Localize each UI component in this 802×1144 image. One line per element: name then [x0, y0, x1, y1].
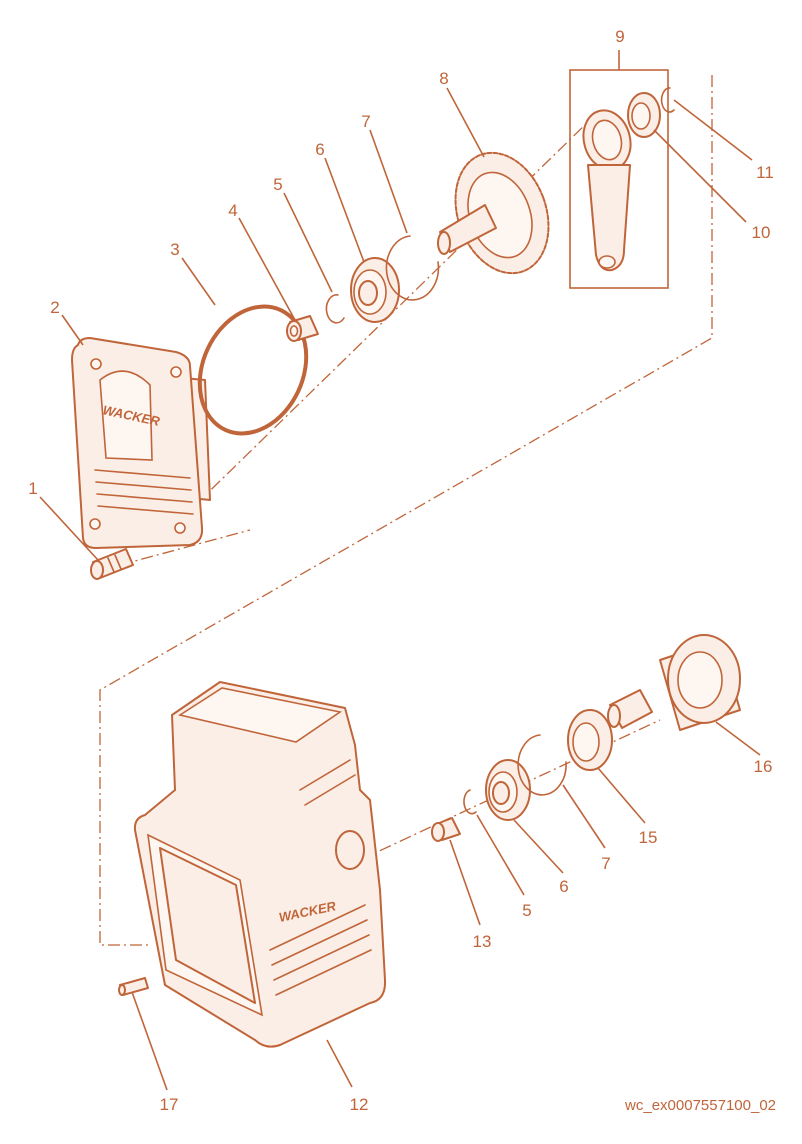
callout-6: 6 [315, 140, 324, 159]
callout-5: 5 [273, 175, 282, 194]
part-ball-bearing-lower [485, 759, 531, 821]
callout-labels: 1 2 3 4 5 6 7 8 9 10 11 12 13 5 6 7 15 1… [28, 27, 774, 1114]
part-ball-bearing-upper [350, 257, 400, 323]
part-retaining-ring-lower [517, 734, 567, 796]
callout-leaders [39, 87, 761, 1091]
callout-13: 13 [473, 932, 492, 951]
part-dowel-pin [118, 977, 149, 996]
part-rod-bearing [627, 92, 661, 138]
callout-15: 15 [639, 828, 658, 847]
part-crankcase-housing: WACKER [133, 681, 387, 1048]
callout-9: 9 [615, 27, 624, 46]
callout-6-lower: 6 [559, 877, 568, 896]
callout-7-lower: 7 [601, 854, 610, 873]
part-connecting-rod [582, 109, 632, 272]
callout-3: 3 [170, 240, 179, 259]
part-needle-bearing-lower [431, 817, 461, 842]
part-snap-ring-upper [325, 294, 345, 324]
callout-12: 12 [350, 1095, 369, 1114]
callout-16: 16 [754, 757, 773, 776]
part-retaining-ring-upper [385, 235, 440, 301]
callout-2: 2 [50, 298, 59, 317]
callout-1: 1 [28, 479, 37, 498]
part-gear-shaft [437, 151, 550, 275]
document-id: wc_ex0007557100_02 [624, 1097, 776, 1114]
callout-5-lower: 5 [522, 901, 531, 920]
part-needle-bearing [286, 315, 319, 342]
callout-17: 17 [160, 1095, 179, 1114]
callout-11: 11 [756, 163, 774, 182]
callout-4: 4 [228, 201, 237, 220]
part-end-cover: WACKER [71, 337, 211, 549]
callout-10: 10 [752, 223, 771, 242]
callout-7: 7 [361, 112, 370, 131]
part-o-ring [197, 304, 309, 436]
part-clutch-drum [607, 634, 741, 731]
part-seal [567, 709, 613, 771]
callout-8: 8 [439, 69, 448, 88]
part-screw [90, 548, 134, 580]
part-rod-snap-ring [660, 87, 675, 113]
part-snap-ring-lower [463, 789, 477, 815]
